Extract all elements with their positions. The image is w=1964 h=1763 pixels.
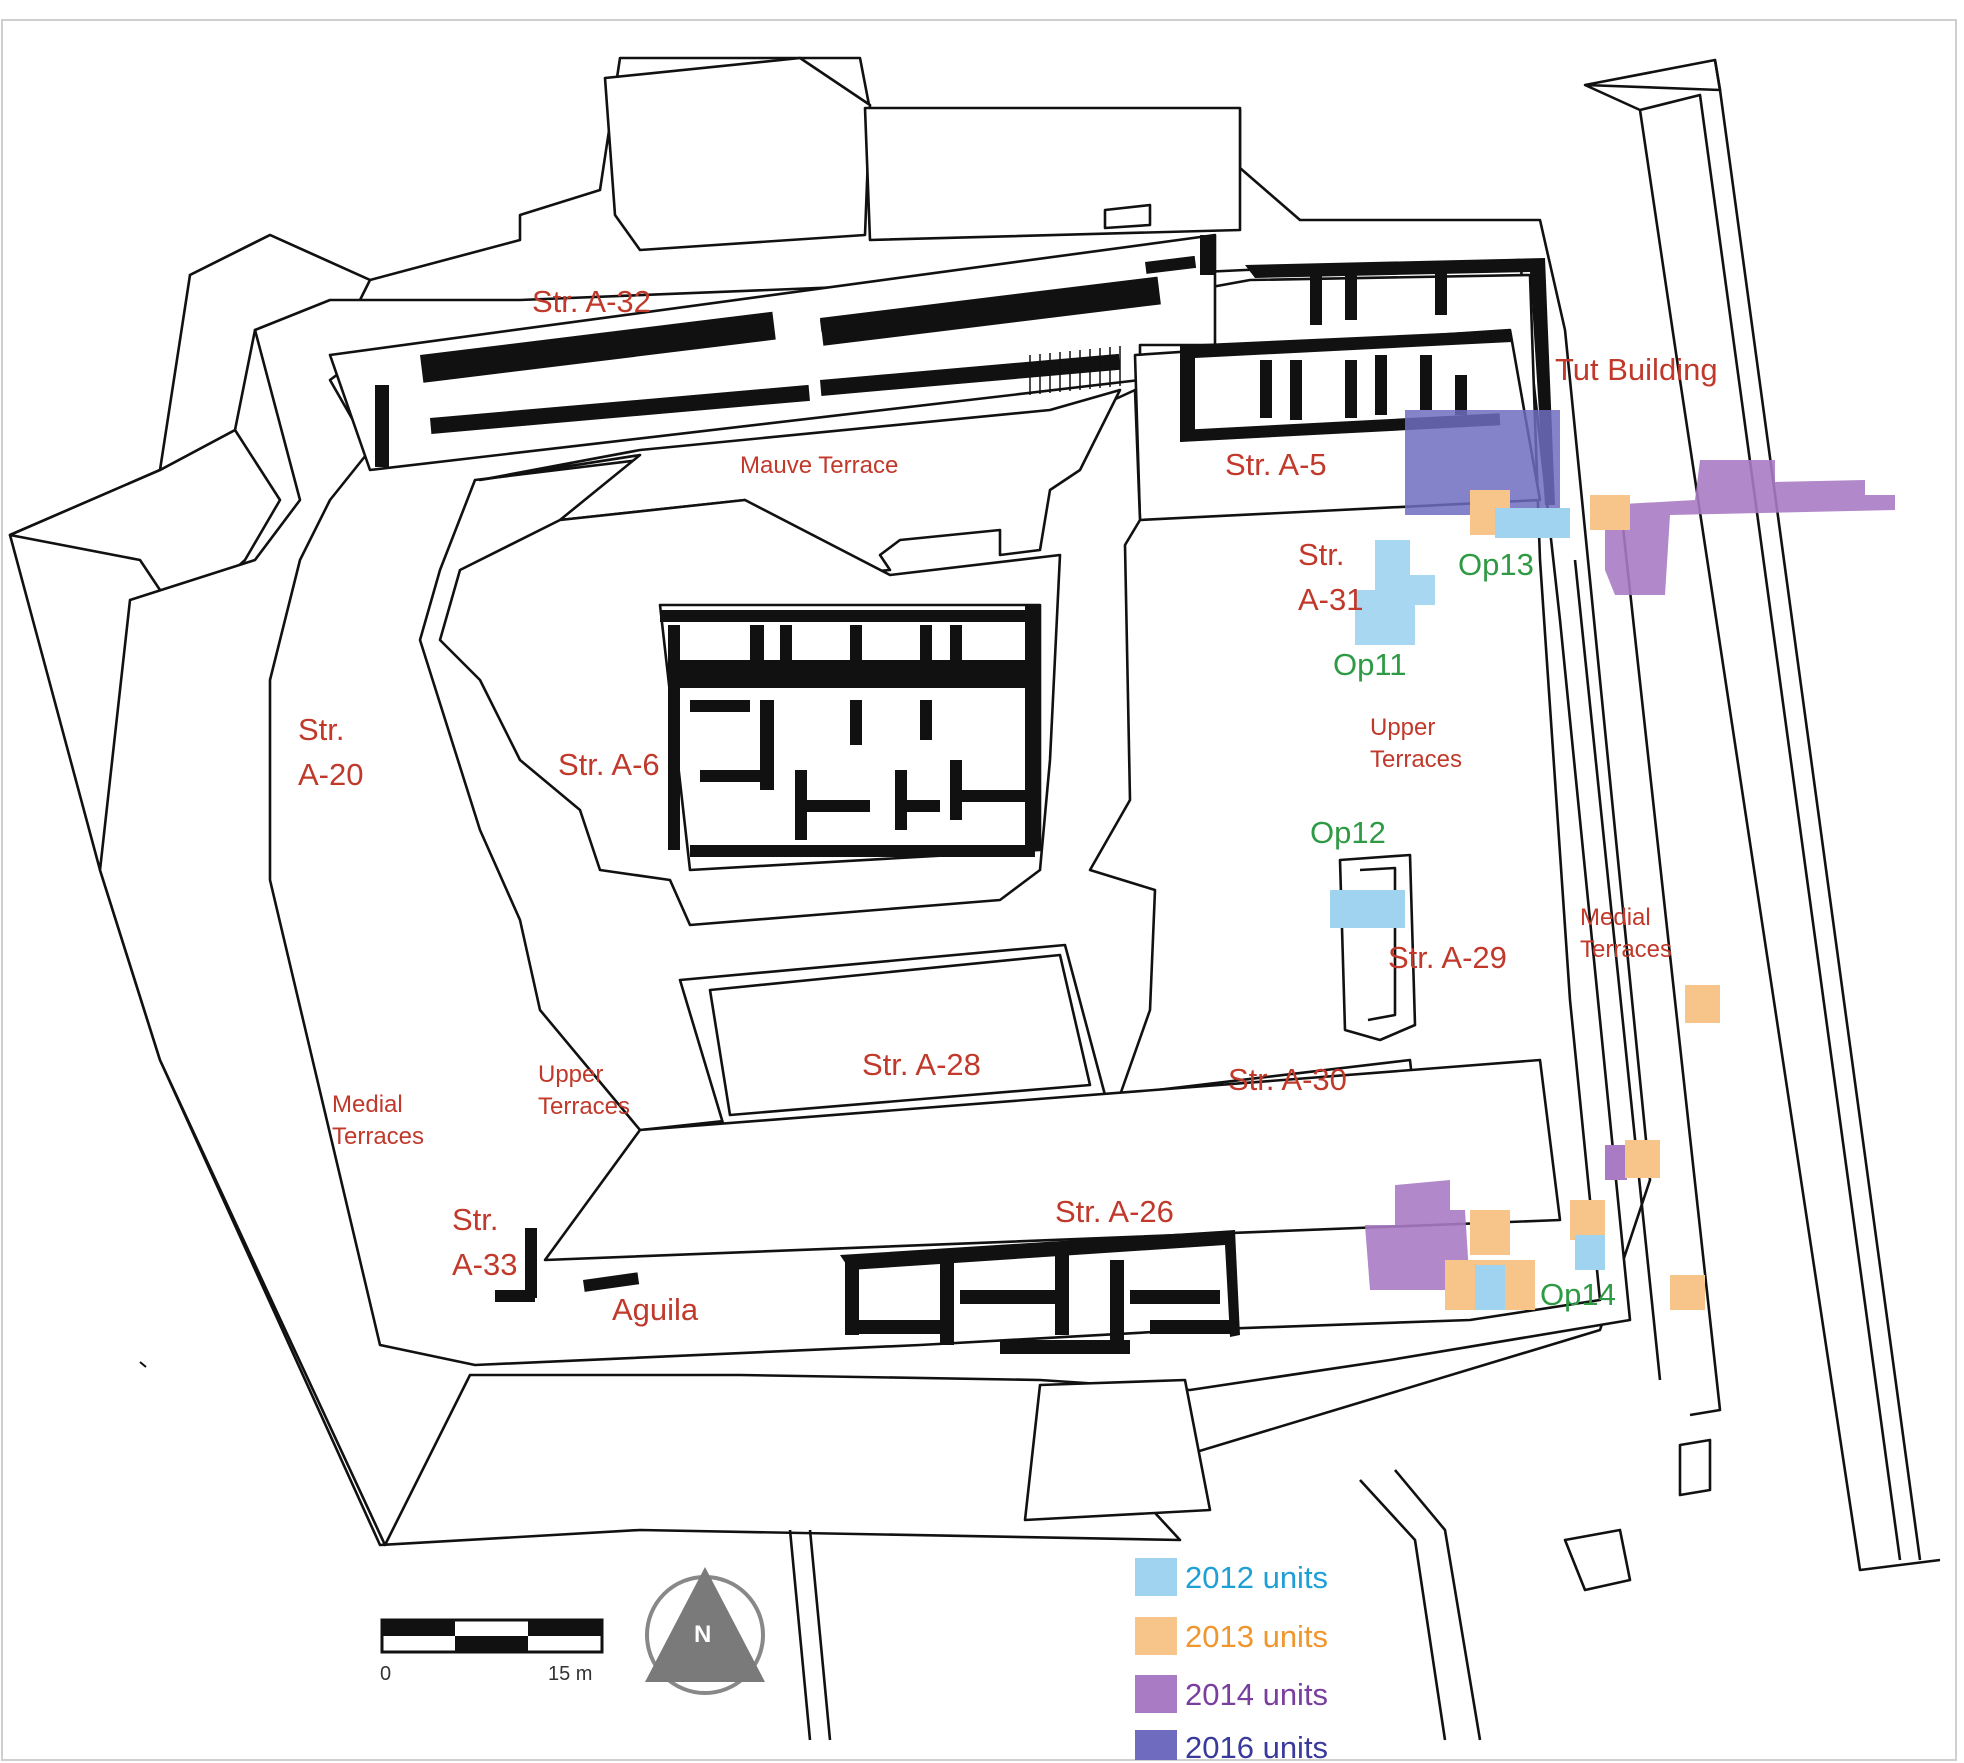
unit-2012 [1575,1235,1605,1270]
label-medial-terraces: Terraces [1580,936,1672,963]
label-str-a20: A-20 [298,757,363,792]
str-a26 [543,1058,1562,1354]
svg-text:2013 units: 2013 units [1185,1619,1328,1654]
dashed-wall [425,255,1197,382]
north-arrow-icon: N [645,1567,765,1695]
label-str-a30: Str. A-30 [1228,1062,1347,1097]
label-op14: Op14 [1540,1277,1616,1312]
label-mauve-terrace: Mauve Terrace [740,452,898,479]
unit-2014 [1605,1145,1627,1180]
legend-item-2014: 2014 units [1135,1675,1328,1713]
label-medial-terraces: Medial [332,1091,403,1118]
label-str-a26: Str. A-26 [1055,1194,1174,1229]
unit-2012 [1355,540,1435,645]
unit-2013 [1570,1200,1605,1240]
unit-2013 [1470,1210,1510,1255]
label-upper-terraces: Upper [538,1061,603,1088]
label-str-a20: Str. [298,712,345,747]
label-medial-terraces: Medial [1580,904,1651,931]
excavation-units [1330,410,1895,1310]
south-stairway [788,1378,1712,1741]
label-str-a33: A-33 [452,1247,517,1282]
label-str-a31: Str. [1298,537,1345,572]
scale-bar: 0 15 m [380,1618,604,1685]
label-upper-terraces: Upper [1370,714,1435,741]
svg-text:2014 units: 2014 units [1185,1677,1328,1712]
svg-text:2012 units: 2012 units [1185,1560,1328,1595]
scale-bar-end-label: 15 m [548,1663,592,1685]
unit-2013 [1625,1140,1660,1178]
unit-2012 [1330,890,1405,928]
legend-item-2013: 2013 units [1135,1617,1328,1655]
str-a32-complex [328,233,1217,472]
unit-2014 [1605,460,1895,595]
label-op12: Op12 [1310,815,1386,850]
str-a6 [438,388,1122,927]
map-labels: Str. A-32 Mauve Terrace Tut Building Str… [298,284,1718,1327]
label-str-a28: Str. A-28 [862,1047,981,1082]
scale-bar-start-label: 0 [380,1663,391,1685]
unit-2012 [1475,1265,1505,1310]
label-op11: Op11 [1333,647,1407,682]
label-str-a33: Str. [452,1202,499,1237]
label-op13: Op13 [1458,547,1534,582]
north-arrow-letter: N [694,1621,711,1648]
unit-2014 [1365,1180,1470,1290]
map-frame [1,19,1957,1761]
east-causeway [1573,58,1941,1572]
legend-item-2016: 2016 units [1135,1730,1328,1763]
unit-2013 [1685,985,1720,1023]
stairway [1029,346,1121,395]
legend: 2012 units 2013 units 2014 units 2016 un… [1135,1558,1328,1763]
label-str-a32: Str. A-32 [532,284,651,319]
unit-2013 [1590,495,1630,530]
unit-2013 [1670,1275,1705,1310]
label-medial-terraces: Terraces [332,1123,424,1150]
label-upper-terraces: Terraces [1370,746,1462,773]
label-upper-terraces: Terraces [538,1093,630,1120]
svg-text:2016 units: 2016 units [1185,1730,1328,1763]
label-str-a29: Str. A-29 [1388,940,1507,975]
legend-item-2012: 2012 units [1135,1558,1328,1596]
label-str-a31: A-31 [1298,582,1363,617]
label-str-a6: Str. A-6 [558,747,660,782]
str-a33-walls [139,1228,640,1368]
label-tut-building: Tut Building [1555,352,1718,387]
label-str-a5: Str. A-5 [1225,447,1327,482]
label-aguila: Aguila [612,1292,699,1327]
unit-2012 [1495,508,1570,538]
